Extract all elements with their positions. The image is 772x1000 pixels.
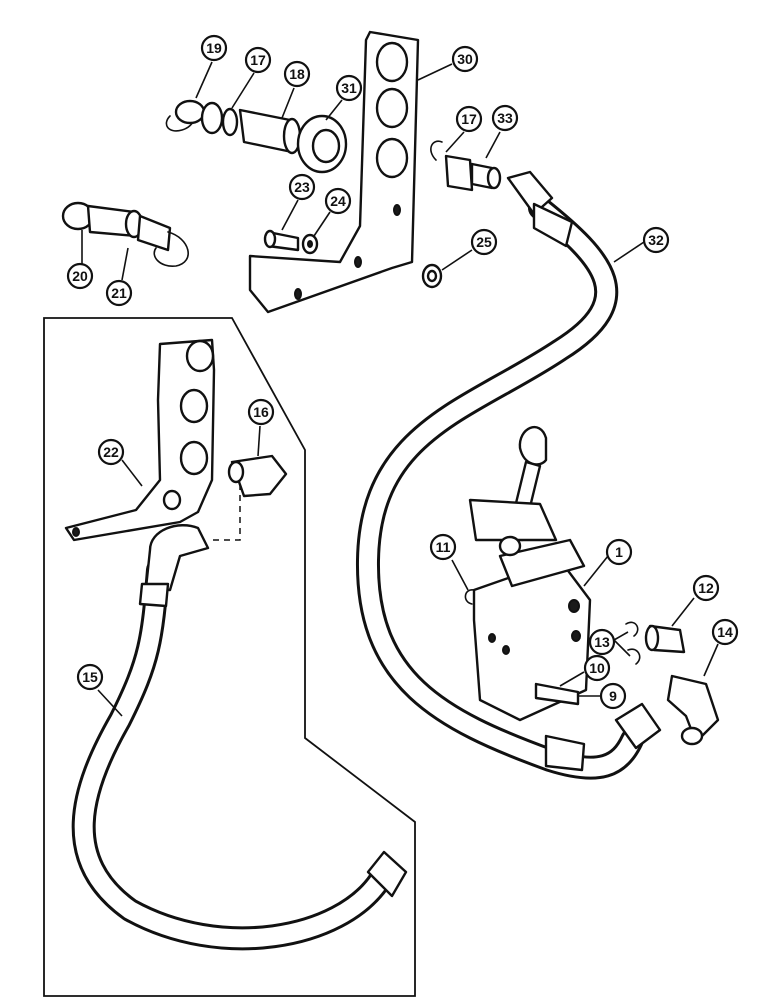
- callout-1: 1: [583, 538, 633, 587]
- svg-text:24: 24: [330, 193, 346, 209]
- callout-25: 25: [441, 228, 498, 271]
- svg-text:10: 10: [589, 660, 605, 676]
- washer-part: [421, 263, 443, 289]
- adapter-fitting-part: [430, 140, 502, 192]
- svg-text:13: 13: [594, 634, 610, 650]
- callout-24: 24: [313, 187, 352, 237]
- callout-10: 10: [559, 654, 611, 687]
- callout-11: 11: [429, 533, 469, 591]
- callout-14: 14: [703, 618, 739, 677]
- callout-16: 16: [247, 398, 275, 457]
- svg-text:15: 15: [82, 669, 98, 685]
- svg-text:31: 31: [341, 80, 357, 96]
- bolt-washer-part: [263, 229, 319, 255]
- callout-19: 19: [195, 34, 228, 99]
- inset-panel-outline: [43, 317, 416, 997]
- svg-text:16: 16: [253, 404, 269, 420]
- callout-17-left: 17: [231, 46, 272, 109]
- svg-text:30: 30: [457, 51, 473, 67]
- inset-elbow-part: [227, 454, 288, 498]
- callout-22: 22: [97, 438, 143, 487]
- quick-coupler-part: [61, 201, 189, 267]
- callout-18: 18: [281, 60, 311, 119]
- elbow-fitting-part: [666, 674, 720, 746]
- callout-12: 12: [671, 574, 720, 627]
- svg-text:14: 14: [717, 624, 733, 640]
- callout-31: 31: [325, 74, 363, 121]
- svg-text:11: 11: [436, 539, 451, 555]
- callout-17-right: 17: [445, 105, 483, 153]
- svg-text:19: 19: [206, 40, 222, 56]
- svg-text:25: 25: [476, 234, 492, 250]
- callout-32: 32: [613, 226, 670, 263]
- o-ring-part: [464, 589, 641, 665]
- svg-text:1: 1: [615, 544, 623, 560]
- inset-bracket-part: [64, 338, 216, 542]
- svg-text:22: 22: [103, 444, 119, 460]
- mounting-bracket-part: [248, 30, 420, 314]
- callout-13: 13: [588, 628, 631, 657]
- svg-text:12: 12: [698, 580, 714, 596]
- alignment-dashed-line: [212, 484, 241, 541]
- plug-part: [644, 624, 686, 654]
- long-hose-part: [355, 170, 662, 780]
- svg-text:33: 33: [497, 110, 513, 126]
- inset-hose-part: [71, 524, 408, 951]
- callout-23: 23: [281, 173, 316, 231]
- svg-text:9: 9: [609, 688, 617, 704]
- callout-20: 20: [66, 230, 94, 290]
- callout-33: 33: [485, 104, 519, 159]
- svg-text:17: 17: [250, 52, 266, 68]
- svg-text:21: 21: [111, 285, 127, 301]
- svg-text:20: 20: [72, 268, 88, 284]
- callout-9: 9: [578, 682, 627, 710]
- coupling-assembly-part: [165, 99, 348, 174]
- callout-15: 15: [76, 663, 123, 717]
- callout-21: 21: [105, 247, 133, 307]
- callout-30: 30: [417, 45, 479, 81]
- svg-text:17: 17: [461, 111, 477, 127]
- control-valve-part: [468, 426, 592, 722]
- svg-text:32: 32: [648, 232, 664, 248]
- svg-text:18: 18: [289, 66, 305, 82]
- svg-text:23: 23: [294, 179, 310, 195]
